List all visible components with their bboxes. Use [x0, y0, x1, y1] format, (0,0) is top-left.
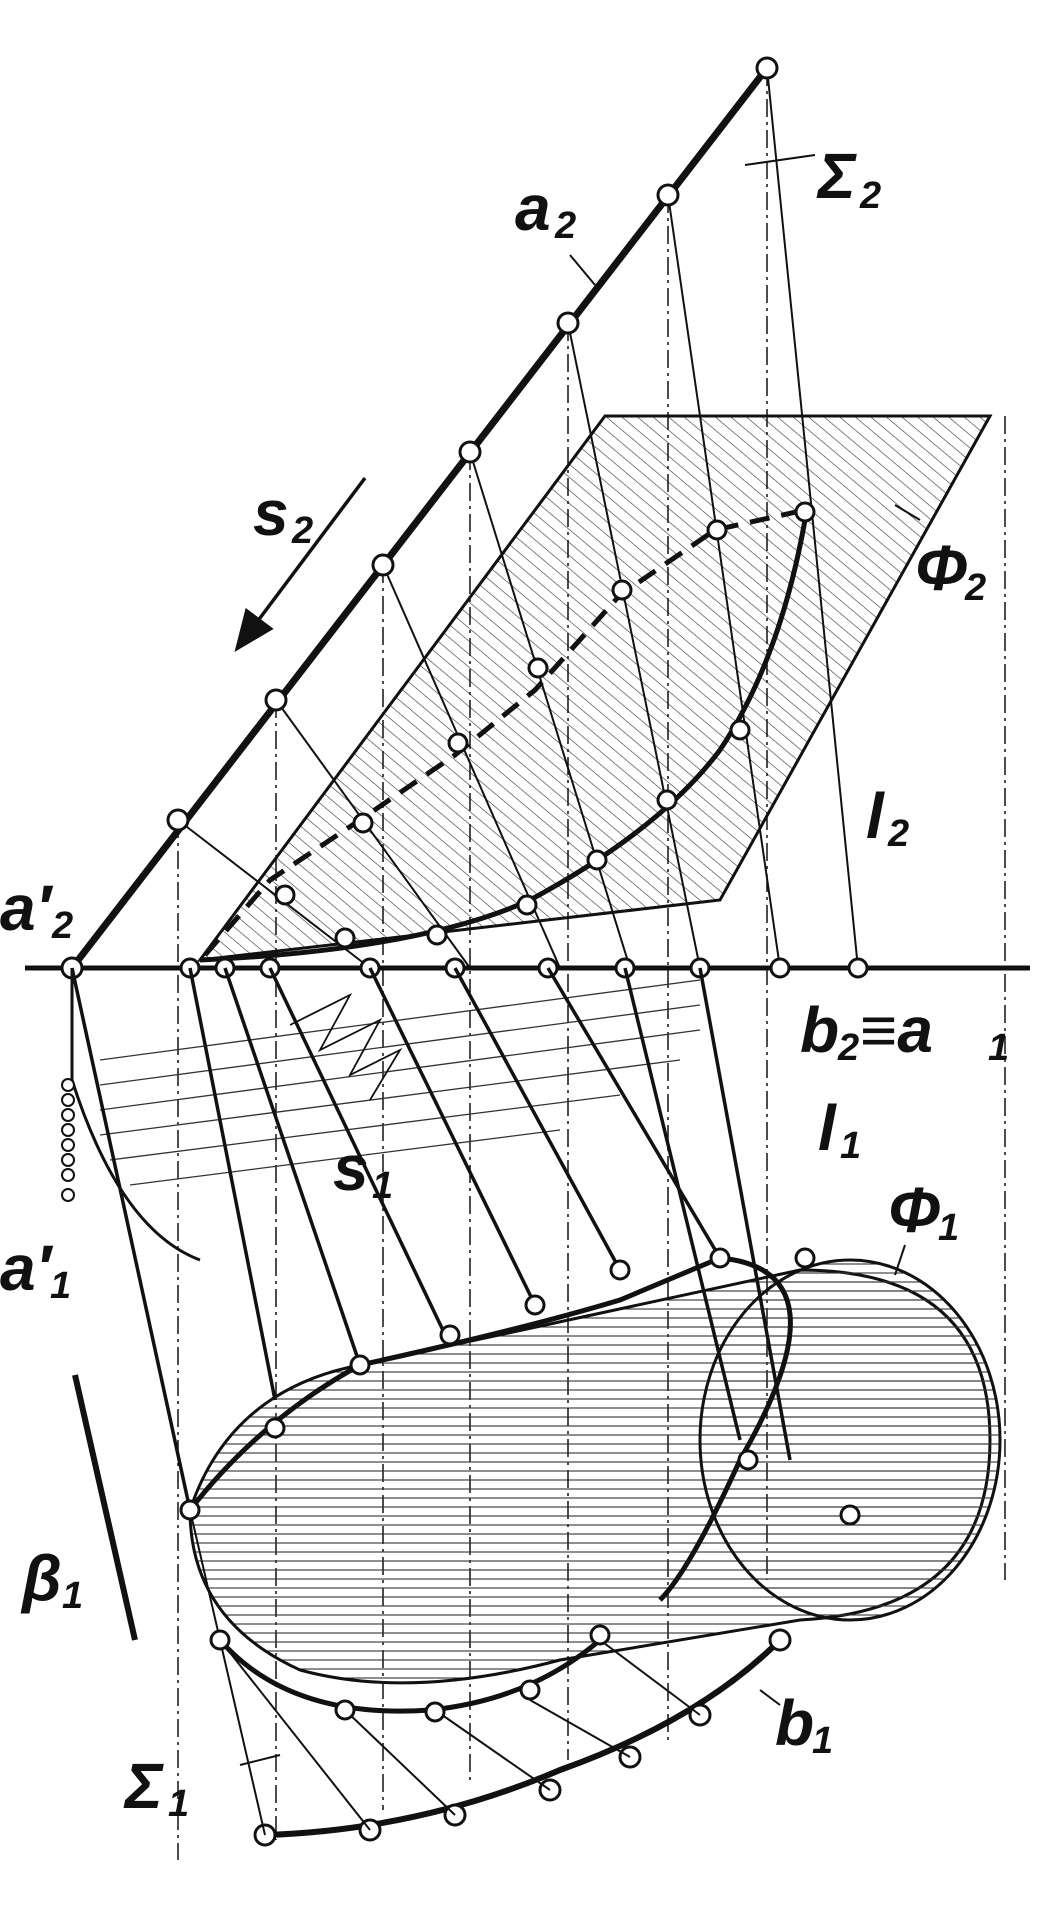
svg-text:2: 2	[859, 175, 881, 217]
svg-text:a: a	[515, 172, 551, 244]
points-a1-prime	[61, 1078, 75, 1202]
label-phi1: Φ 1	[888, 1174, 959, 1249]
svg-text:2: 2	[291, 510, 313, 552]
surface-sigma1	[99, 979, 701, 1186]
svg-text:1: 1	[938, 1207, 959, 1249]
label-b1: b 1	[775, 1687, 833, 1762]
svg-text:Φ: Φ	[915, 532, 968, 604]
svg-text:1: 1	[988, 1027, 1009, 1069]
svg-text:β: β	[20, 1542, 62, 1614]
label-l1: l 1	[818, 1092, 861, 1167]
label-a2: a 2	[515, 172, 576, 247]
points-phi2	[274, 501, 816, 949]
label-s2: s 2	[253, 477, 313, 552]
svg-text:a′: a′	[0, 872, 54, 944]
svg-text:Φ: Φ	[888, 1174, 941, 1246]
svg-text:1: 1	[372, 1165, 393, 1207]
curve-a1-prime	[70, 968, 201, 1262]
surface-phi2	[196, 414, 993, 963]
svg-text:b: b	[775, 1687, 814, 1759]
svg-text:l: l	[866, 780, 885, 852]
label-a2-prime: a′ 2	[0, 872, 73, 947]
line-beta1	[72, 1374, 138, 1641]
points-phi1	[179, 1247, 861, 1723]
link-lines	[177, 68, 1006, 1860]
label-a1-prime: a′ 1	[0, 1232, 71, 1307]
svg-text:s: s	[253, 477, 289, 549]
svg-text:s: s	[333, 1132, 369, 1204]
label-sigma1: Σ 1	[123, 1750, 189, 1825]
svg-text:1: 1	[50, 1265, 71, 1307]
projecting-lines-lower	[189, 1509, 701, 1836]
svg-text:a′: a′	[0, 1232, 54, 1304]
label-phi2: Φ 2	[915, 532, 986, 609]
svg-text:l: l	[818, 1092, 837, 1164]
label-s1: s 1	[333, 1132, 393, 1207]
label-beta1: β 1	[20, 1542, 83, 1617]
svg-text:2: 2	[964, 567, 986, 609]
svg-text:1: 1	[840, 1125, 861, 1167]
arrow-s2	[234, 476, 367, 652]
label-l2: l 2	[866, 780, 909, 855]
svg-text:Σ: Σ	[816, 140, 857, 212]
svg-text:1: 1	[62, 1575, 83, 1617]
svg-text:2: 2	[887, 813, 909, 855]
svg-text:Σ: Σ	[123, 1750, 164, 1822]
svg-text:2: 2	[554, 205, 576, 247]
svg-text:2: 2	[51, 905, 73, 947]
label-b2-a1: b 2 ≡a 1	[800, 994, 1009, 1069]
generators-l1	[70, 967, 792, 1511]
svg-text:1: 1	[168, 1783, 189, 1825]
cylinder-phi1	[188, 1255, 1002, 1714]
svg-text:≡a: ≡a	[860, 994, 933, 1066]
svg-text:b: b	[800, 994, 839, 1066]
label-sigma2: Σ 2	[816, 140, 881, 217]
svg-text:1: 1	[812, 1720, 833, 1762]
leader-lines	[239, 154, 921, 1766]
arrow-s1	[289, 992, 403, 1101]
svg-text:2: 2	[837, 1027, 859, 1069]
curve-b1	[264, 1637, 783, 1838]
